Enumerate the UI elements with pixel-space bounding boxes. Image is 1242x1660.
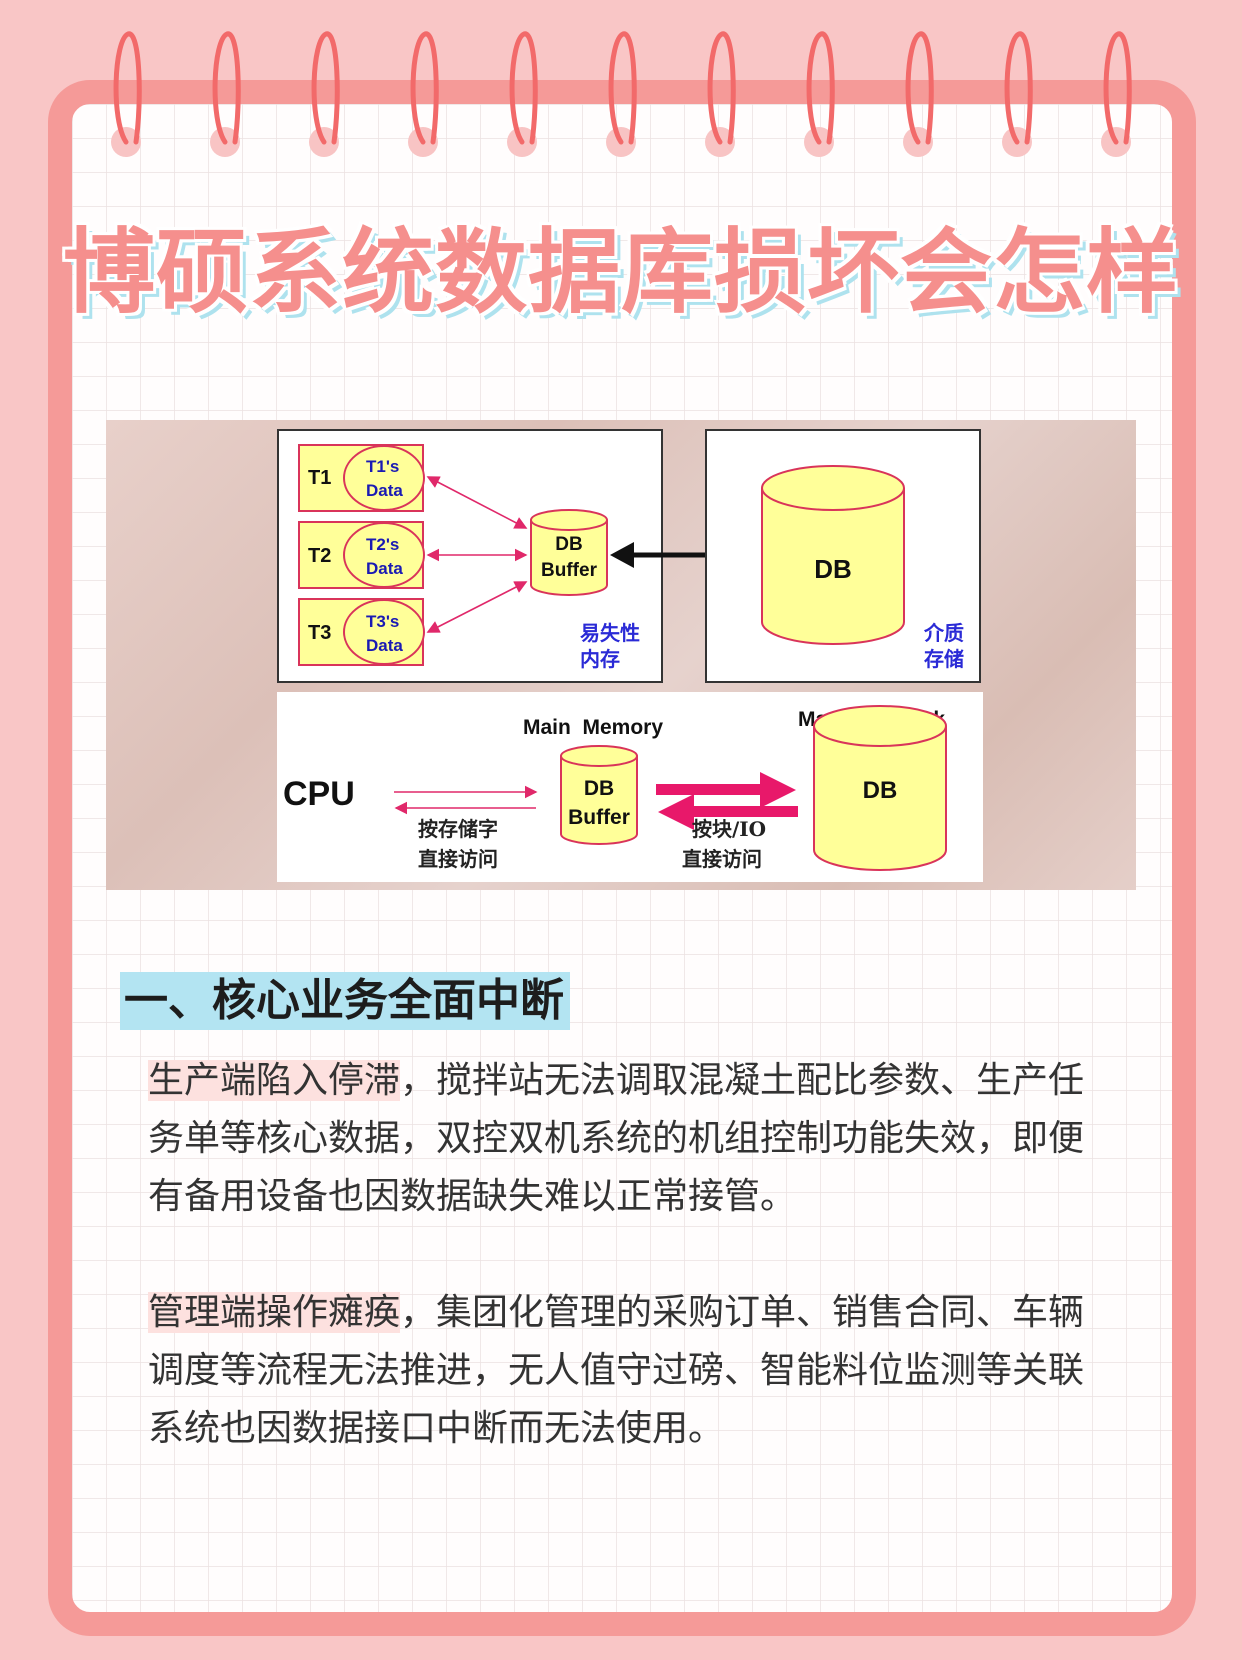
transaction-data-label: T3's: [366, 612, 399, 631]
body-paragraph: 管理端操作瘫痪，集团化管理的采购订单、销售合同、车辆调度等流程无法推进，无人值守…: [148, 1284, 1098, 1458]
spiral-ring-icon: [309, 31, 340, 157]
transaction-data-label: T1's: [366, 457, 399, 476]
spiral-ring-icon: [1002, 31, 1033, 157]
buffer-label: DB: [555, 534, 582, 555]
cpu-label: CPU: [283, 775, 355, 813]
transaction-label: T3: [308, 622, 331, 644]
transaction-label: T2: [308, 545, 331, 567]
spiral-ring-icon: [606, 31, 637, 157]
transaction-label: T1: [308, 467, 331, 489]
db-buffer-cylinder: DB Buffer: [560, 745, 638, 845]
buffer-label: DB: [584, 777, 614, 800]
section-heading: 一、核心业务全面中断: [120, 972, 570, 1030]
volatile-memory-label: 易失性: [580, 621, 640, 645]
block-access-label: 直接访问: [682, 847, 762, 871]
transaction-data-label: Data: [366, 636, 403, 655]
highlighted-phrase: 生产端陷入停滞: [148, 1060, 401, 1101]
page-title: 博硕系统数据库损坏会怎样: [62, 219, 1179, 326]
body-paragraph: 生产端陷入停滞，搅拌站无法调取混凝土配比参数、生产任务单等核心数据，双控双机系统…: [148, 1052, 1098, 1226]
volatile-memory-label: 内存: [580, 647, 620, 671]
transaction-box: T2 T2's Data: [298, 521, 425, 589]
spiral-ring-icon: [705, 31, 736, 157]
spiral-ring-icon: [1101, 31, 1132, 157]
highlighted-phrase: 管理端操作瘫痪: [148, 1292, 401, 1333]
transaction-box: T3 T3's Data: [298, 598, 425, 666]
db-label: DB: [863, 777, 898, 804]
disk-cylinder: DB: [813, 705, 947, 871]
db-buffer-cylinder: DB Buffer: [530, 509, 608, 596]
word-access-label: 按存储字: [418, 817, 498, 841]
data-flow-arrow: [426, 476, 528, 529]
main-memory-label: Main Memory: [523, 716, 663, 739]
spiral-ring-icon: [507, 31, 538, 157]
spiral-ring-icon: [408, 31, 439, 157]
storage-label: 存储: [924, 647, 964, 671]
block-io-arrows: [656, 772, 798, 830]
buffer-label: Buffer: [568, 806, 630, 829]
spiral-ring-icon: [210, 31, 241, 157]
paragraph-text: ，集团化管理的采购订单、销售合同、车辆调度等流程无法推进，无人值守过磅、智能料位…: [148, 1292, 1085, 1449]
transaction-data-label: T2's: [366, 535, 399, 554]
database-cylinder: DB: [761, 465, 905, 645]
spiral-ring-icon: [804, 31, 835, 157]
db-label: DB: [814, 554, 852, 584]
paragraph-text: ，搅拌站无法调取混凝土配比参数、生产任务单等核心数据，双控双机系统的机组控制功能…: [148, 1060, 1085, 1217]
word-access-label: 直接访问: [418, 847, 498, 871]
transaction-data-label: Data: [366, 481, 403, 500]
transaction-box: T1 T1's Data: [298, 444, 425, 512]
spiral-ring-icon: [111, 31, 142, 157]
transaction-data-label: Data: [366, 559, 403, 578]
buffer-label: Buffer: [541, 560, 598, 581]
block-access-label: 按块/IO: [692, 817, 766, 841]
database-buffer-diagram: T1 T1's Data T2 T2's Data T3 T3's Data: [106, 420, 1136, 890]
data-flow-arrow: [426, 581, 528, 633]
spiral-ring-icon: [903, 31, 934, 157]
storage-label: 介质: [923, 621, 964, 645]
